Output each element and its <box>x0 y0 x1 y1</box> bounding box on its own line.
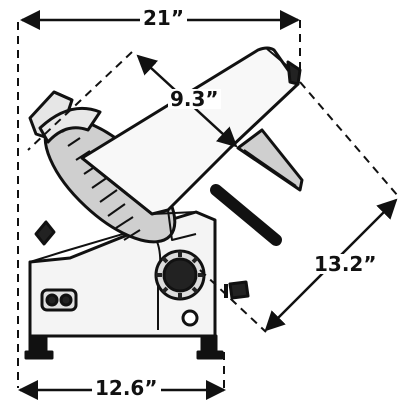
switch-button-2 <box>59 293 73 307</box>
blade-guard <box>38 106 102 144</box>
thickness-knob <box>162 257 198 293</box>
small-dial <box>181 309 199 327</box>
side-knob <box>228 280 250 300</box>
blade-diameter-label: 9.3” <box>168 87 221 111</box>
diagonal-length-label: 13.2” <box>312 252 379 276</box>
switch-button-1 <box>45 293 59 307</box>
overall-width-label: 21” <box>140 8 187 28</box>
carriage-handle <box>210 184 282 246</box>
pusher-arm <box>236 128 304 192</box>
base-width-label: 12.6” <box>92 378 161 398</box>
extension-lines <box>17 20 399 392</box>
slicer-machine <box>24 46 304 360</box>
